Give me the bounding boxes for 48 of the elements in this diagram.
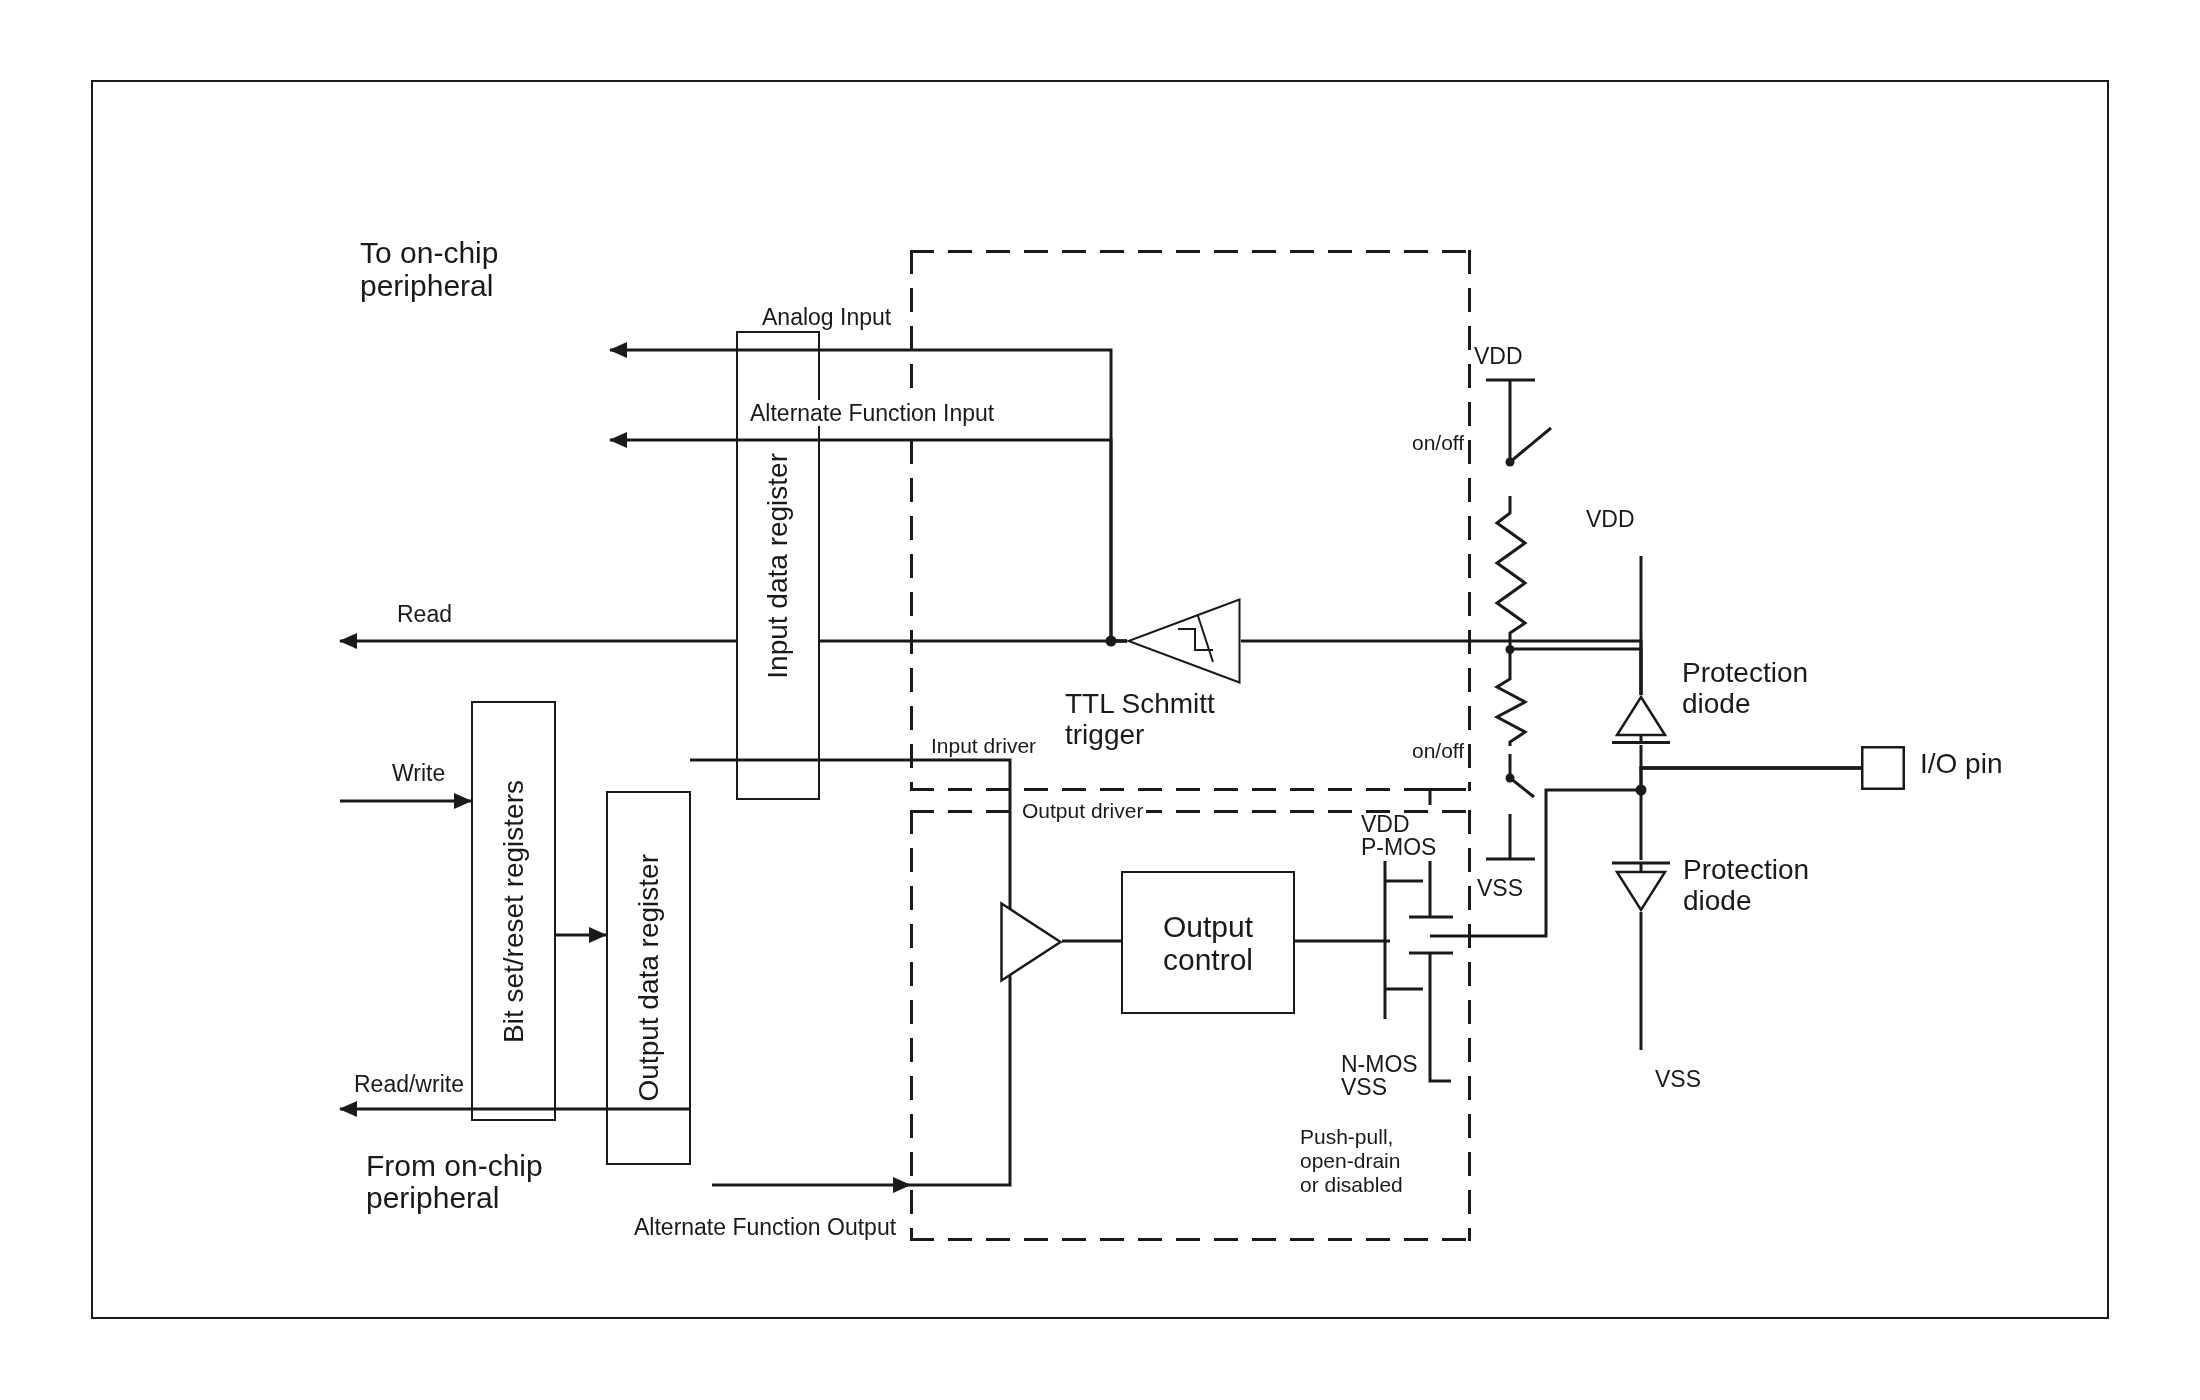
register-label: Output data register bbox=[633, 854, 664, 1102]
component-label: on/off bbox=[1412, 740, 1466, 762]
component-label: Protection diode bbox=[1682, 657, 1810, 719]
wire-line bbox=[1639, 556, 1643, 695]
wire-line bbox=[1295, 939, 1383, 943]
diode-symbol bbox=[1612, 860, 1670, 912]
schmitt-trigger-symbol bbox=[1127, 598, 1241, 684]
control-block bbox=[1121, 871, 1295, 1014]
wire-line bbox=[1639, 912, 1643, 1050]
component-label: Protection diode bbox=[1683, 854, 1811, 916]
block-label: Output control bbox=[1162, 909, 1254, 976]
signal-label: Alternate Function Input bbox=[748, 400, 997, 426]
buffer-symbol bbox=[1000, 902, 1062, 982]
signal-arrow bbox=[339, 1101, 691, 1117]
signal-label: Alternate Function Output bbox=[632, 1214, 899, 1240]
annotation-label: From on-chip peripheral bbox=[366, 1150, 544, 1214]
wire-line bbox=[1455, 766, 1861, 938]
component-label: N-MOS bbox=[1341, 1053, 1419, 1075]
component-label: TTL Schmitt trigger bbox=[1065, 688, 1216, 750]
supply-label: VSS bbox=[1655, 1066, 1703, 1092]
register-block bbox=[606, 791, 691, 1165]
register-label: Input data register bbox=[763, 452, 793, 679]
wire-line bbox=[910, 975, 1012, 1187]
component-label: P-MOS bbox=[1361, 836, 1438, 858]
signal-arrow bbox=[339, 633, 736, 649]
signal-arrow bbox=[556, 927, 607, 943]
note-label: Push-pull, open-drain or disabled bbox=[1300, 1125, 1404, 1197]
wire-line bbox=[690, 758, 1012, 909]
signal-arrow bbox=[609, 432, 1127, 643]
pin-terminal bbox=[1861, 746, 1905, 790]
component-label: on/off bbox=[1412, 432, 1466, 454]
signal-label: Analog Input bbox=[760, 304, 894, 330]
register-label: Bit set/reset registers bbox=[498, 779, 529, 1043]
register-block bbox=[471, 701, 556, 1121]
region-label: Input driver bbox=[930, 734, 1038, 758]
annotation-label: To on-chip peripheral bbox=[360, 236, 500, 302]
diode-symbol bbox=[1612, 695, 1670, 745]
signal-arrow bbox=[712, 1177, 911, 1193]
component-label: VSS bbox=[1341, 1076, 1389, 1098]
component-label: VSS bbox=[1477, 876, 1525, 900]
signal-arrow bbox=[340, 793, 472, 809]
wire-line bbox=[1062, 939, 1121, 943]
component-label: VDD bbox=[1474, 344, 1524, 368]
supply-label: VDD bbox=[1586, 506, 1636, 532]
component-label: VDD bbox=[1361, 813, 1411, 835]
component-label: I/O pin bbox=[1920, 748, 2004, 780]
pull-down-resistor-symbol bbox=[1484, 646, 1538, 861]
wire-line bbox=[1508, 636, 1512, 646]
